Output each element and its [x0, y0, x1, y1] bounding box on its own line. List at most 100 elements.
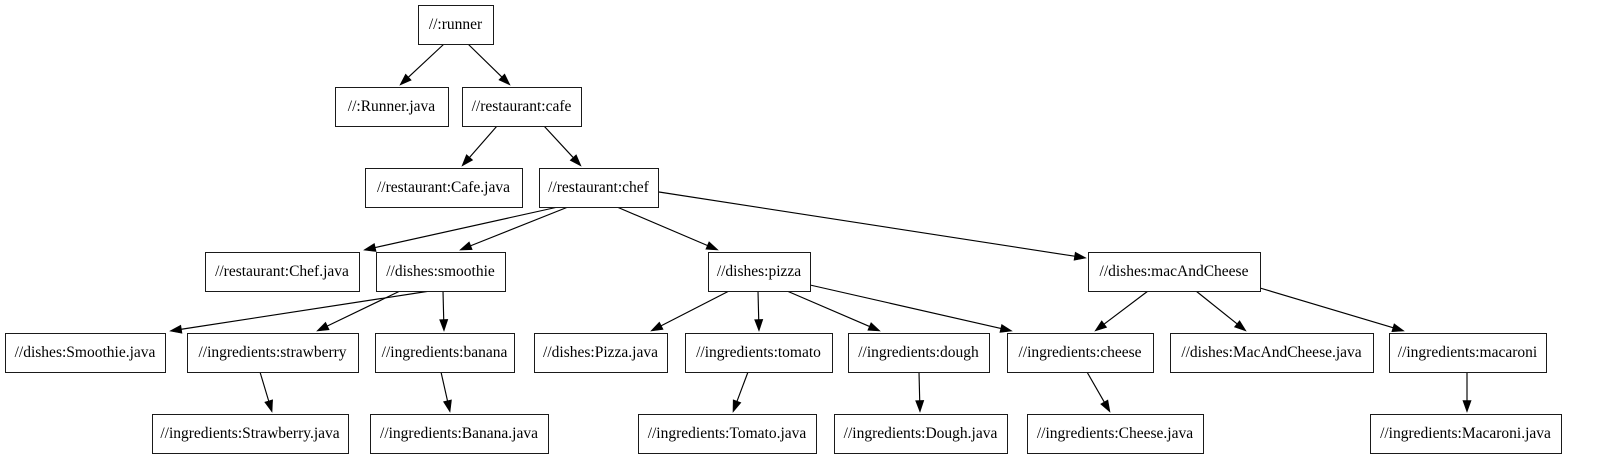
graph-node-cheese_java[interactable]: //ingredients:Cheese.java — [1026, 413, 1205, 455]
edge-restaurant_chef-to-chef_java — [363, 206, 559, 252]
node-box — [369, 413, 550, 455]
edge-restaurant_cafe-to-cafe_java — [461, 125, 498, 167]
node-label: //:Runner.java — [348, 98, 436, 115]
edge-line — [918, 371, 921, 401]
edge-line — [375, 206, 559, 249]
node-label: //dishes:macAndCheese — [1100, 263, 1249, 280]
arrowhead-icon — [1391, 323, 1405, 332]
edge-dishes_mac-to-ing_cheese — [1094, 290, 1149, 332]
edge-ing_cheese-to-cheese_java — [1086, 371, 1111, 413]
graph-node-dishes_pizza[interactable]: //dishes:pizza — [707, 251, 812, 293]
node-label: //ingredients:cheese — [1018, 344, 1141, 361]
arrowhead-icon — [1073, 251, 1087, 261]
graph-node-restaurant_cafe[interactable]: //restaurant:cafe — [461, 86, 583, 128]
edge-line — [786, 290, 870, 327]
edge-dishes_pizza-to-pizza_java — [650, 290, 730, 332]
edge-line — [757, 290, 760, 320]
node-box — [417, 4, 495, 46]
arrowhead-icon — [999, 323, 1013, 333]
graph-node-ing_dough[interactable]: //ingredients:dough — [847, 332, 991, 374]
edge-line — [658, 191, 1075, 257]
node-label: //dishes:Smoothie.java — [15, 344, 156, 361]
graph-node-dough_java[interactable]: //ingredients:Dough.java — [833, 413, 1009, 455]
arrowhead-icon — [650, 321, 664, 332]
arrowhead-icon — [1100, 399, 1111, 413]
graph-node-chef_java[interactable]: //restaurant:Chef.java — [204, 251, 361, 293]
node-label: //ingredients:Strawberry.java — [160, 425, 339, 442]
arrowhead-icon — [915, 400, 925, 413]
node-label: //ingredients:Dough.java — [844, 425, 998, 442]
node-label: //ingredients:Macaroni.java — [1380, 425, 1551, 442]
edge-line — [809, 284, 1001, 330]
node-box — [375, 251, 507, 293]
node-label: //dishes:pizza — [717, 263, 801, 280]
edge-runner-to-runner_java — [399, 43, 445, 86]
arrowhead-icon — [169, 324, 183, 334]
node-label: //restaurant:Chef.java — [215, 263, 349, 280]
edge-dishes_pizza-to-ing_dough — [786, 290, 881, 332]
node-box — [186, 332, 360, 374]
graph-node-ing_cheese[interactable]: //ingredients:cheese — [1006, 332, 1155, 374]
graph-node-ing_banana[interactable]: //ingredients:banana — [374, 332, 516, 374]
graph-node-runner_java[interactable]: //:Runner.java — [334, 86, 450, 128]
edge-ing_banana-to-banana_java — [440, 371, 452, 413]
graph-node-tomato_java[interactable]: //ingredients:Tomato.java — [637, 413, 818, 455]
node-box — [1087, 251, 1262, 293]
arrowhead-icon — [459, 241, 473, 251]
arrowhead-icon — [1094, 320, 1108, 332]
graph-node-smoothie_java[interactable]: //dishes:Smoothie.java — [4, 332, 167, 374]
edge-restaurant_chef-to-dishes_mac — [658, 191, 1087, 261]
graph-node-dishes_mac[interactable]: //dishes:macAndCheese — [1087, 251, 1262, 293]
graph-node-restaurant_chef[interactable]: //restaurant:chef — [538, 167, 660, 209]
edge-restaurant_cafe-to-restaurant_chef — [543, 125, 582, 167]
edge-line — [660, 290, 730, 327]
edge-dishes_pizza-to-ing_cheese — [809, 284, 1013, 333]
node-box — [707, 251, 812, 293]
edge-ing_tomato-to-tomato_java — [732, 371, 749, 413]
node-label: //ingredients:dough — [858, 344, 979, 361]
node-label: //restaurant:cafe — [472, 98, 572, 115]
edge-line — [469, 125, 498, 158]
node-label: //ingredients:Banana.java — [380, 425, 538, 442]
arrowhead-icon — [754, 319, 764, 332]
node-box — [374, 332, 516, 374]
graph-node-strawberry_java[interactable]: //ingredients:Strawberry.java — [151, 413, 350, 455]
node-label: //ingredients:Tomato.java — [648, 425, 807, 442]
graph-node-pizza_java[interactable]: //dishes:Pizza.java — [533, 332, 669, 374]
node-label: //ingredients:Cheese.java — [1037, 425, 1193, 442]
graph-node-runner[interactable]: //:runner — [417, 4, 495, 46]
arrowhead-icon — [439, 319, 449, 332]
node-box — [4, 332, 167, 374]
arrowhead-icon — [461, 154, 474, 167]
graph-node-ing_strawberry[interactable]: //ingredients:strawberry — [186, 332, 360, 374]
graph-node-macaroni_java[interactable]: //ingredients:Macaroni.java — [1369, 413, 1563, 455]
arrowhead-icon — [867, 322, 881, 332]
graph-node-dishes_smoothie[interactable]: //dishes:smoothie — [375, 251, 507, 293]
node-label: //dishes:MacAndCheese.java — [1181, 344, 1361, 361]
graph-node-ing_tomato[interactable]: //ingredients:tomato — [684, 332, 834, 374]
edge-line — [181, 290, 431, 330]
edge-line — [616, 206, 708, 247]
node-box — [847, 332, 991, 374]
graph-node-ing_macaroni[interactable]: //ingredients:macaroni — [1388, 332, 1548, 374]
edge-ing_strawberry-to-strawberry_java — [259, 371, 273, 413]
node-label: //ingredients:banana — [382, 344, 508, 361]
edge-dishes_pizza-to-ing_tomato — [754, 290, 764, 332]
edge-dishes_smoothie-to-ing_banana — [439, 290, 449, 332]
graph-node-banana_java[interactable]: //ingredients:Banana.java — [369, 413, 550, 455]
graph-node-mac_java[interactable]: //dishes:MacAndCheese.java — [1169, 332, 1375, 374]
edge-line — [1195, 290, 1238, 325]
edge-line — [442, 290, 445, 320]
edge-restaurant_chef-to-dishes_smoothie — [459, 206, 569, 251]
edge-line — [1086, 371, 1105, 403]
edge-dishes_mac-to-mac_java — [1195, 290, 1247, 332]
edge-line — [470, 206, 569, 247]
node-box — [151, 413, 350, 455]
edge-dishes_smoothie-to-ing_strawberry — [316, 290, 401, 332]
node-box — [204, 251, 361, 293]
graph-node-cafe_java[interactable]: //restaurant:Cafe.java — [364, 167, 524, 209]
node-label: //dishes:smoothie — [386, 263, 495, 280]
node-box — [1369, 413, 1563, 455]
arrowhead-icon — [498, 73, 511, 86]
